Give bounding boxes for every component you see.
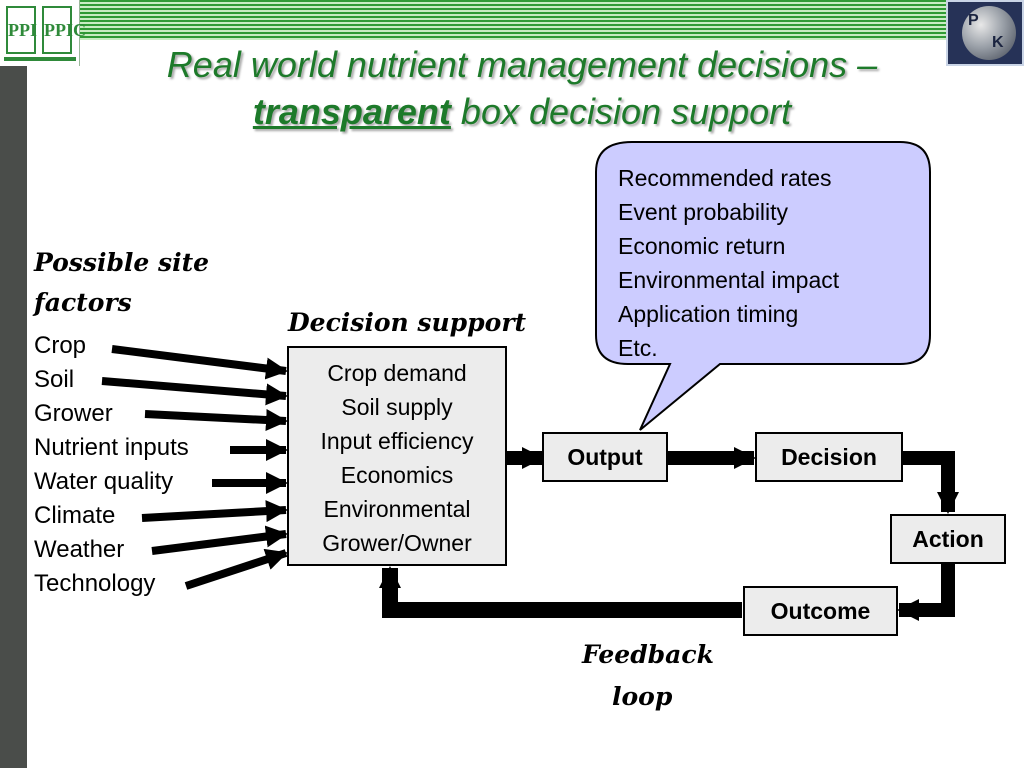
logo-letter-k: K xyxy=(992,34,1004,51)
title-emphasis: transparent xyxy=(252,91,451,132)
site-factors-heading-line-2: factors xyxy=(34,288,132,317)
logo-letter-p: P xyxy=(968,12,979,29)
arrow-climate xyxy=(141,500,288,523)
factor-arrows xyxy=(101,345,288,590)
callout-item-application-timing: Application timing xyxy=(618,301,799,327)
factor-soil: Soil xyxy=(34,366,75,393)
slide-title-line-2: transparent box decision support xyxy=(60,92,984,132)
callout-item-recommended-rates: Recommended rates xyxy=(618,165,832,191)
left-sidebar-bar xyxy=(0,0,27,768)
factor-weather: Weather xyxy=(34,536,125,563)
arrow-to-action xyxy=(903,451,959,514)
feedback-label-line-1: Feedback xyxy=(582,640,714,669)
header-stripe xyxy=(80,0,946,40)
slide-title-line-1: Real world nutrient management decisions… xyxy=(166,44,878,85)
feedback-label-line-2: loop xyxy=(612,682,673,711)
callout-item-event-probability: Event probability xyxy=(618,199,789,225)
factor-grower: Grower xyxy=(34,400,113,427)
outcome-node: Outcome xyxy=(743,586,898,636)
factor-crop: Crop xyxy=(34,332,87,359)
ds-item-input-efficiency: Input efficiency xyxy=(320,428,474,454)
arrow-soil xyxy=(101,377,288,406)
ds-item-soil-supply: Soil supply xyxy=(341,394,453,420)
output-node: Output xyxy=(542,432,668,482)
site-factors-heading-line-1: Possible site xyxy=(34,248,210,277)
logo-underline xyxy=(4,57,76,61)
ppi-logo-mark: PPI xyxy=(6,6,37,54)
progress-knowledge-logo: P K xyxy=(946,0,1024,66)
action-node: Action xyxy=(890,514,1006,564)
arrow-weather xyxy=(151,525,288,555)
feedback-loop-arrow xyxy=(379,566,742,618)
ds-item-economics: Economics xyxy=(340,462,454,488)
callout-item-environmental-impact: Environmental impact xyxy=(618,267,840,293)
decision-node: Decision xyxy=(755,432,903,482)
ds-item-crop-demand: Crop demand xyxy=(327,360,467,386)
decision-support-heading: Decision support xyxy=(288,308,527,337)
callout-text: Recommended rates Event probability Econ… xyxy=(618,161,839,365)
callout-item-etc: Etc. xyxy=(618,335,658,361)
arrow-to-outcome xyxy=(897,564,955,621)
factor-climate: Climate xyxy=(34,502,116,529)
arrow-technology xyxy=(184,548,288,590)
ds-item-grower-owner: Grower/Owner xyxy=(322,530,472,556)
factor-nutrient-inputs: Nutrient inputs xyxy=(34,434,189,461)
factor-technology: Technology xyxy=(34,570,156,597)
arrow-crop xyxy=(111,345,288,380)
ppi-logo: PPI PPIC xyxy=(0,0,86,66)
title-rest: box decision support xyxy=(460,91,792,132)
arrow-grower xyxy=(144,409,288,431)
factor-water-quality: Water quality xyxy=(34,468,174,495)
callout-bubble xyxy=(595,141,931,431)
decision-support-box: Crop demand Soil supply Input efficiency… xyxy=(287,346,507,566)
ds-item-environmental: Environmental xyxy=(323,496,471,522)
globe-icon: P K xyxy=(962,6,1016,60)
callout-item-economic-return: Economic return xyxy=(618,233,786,259)
